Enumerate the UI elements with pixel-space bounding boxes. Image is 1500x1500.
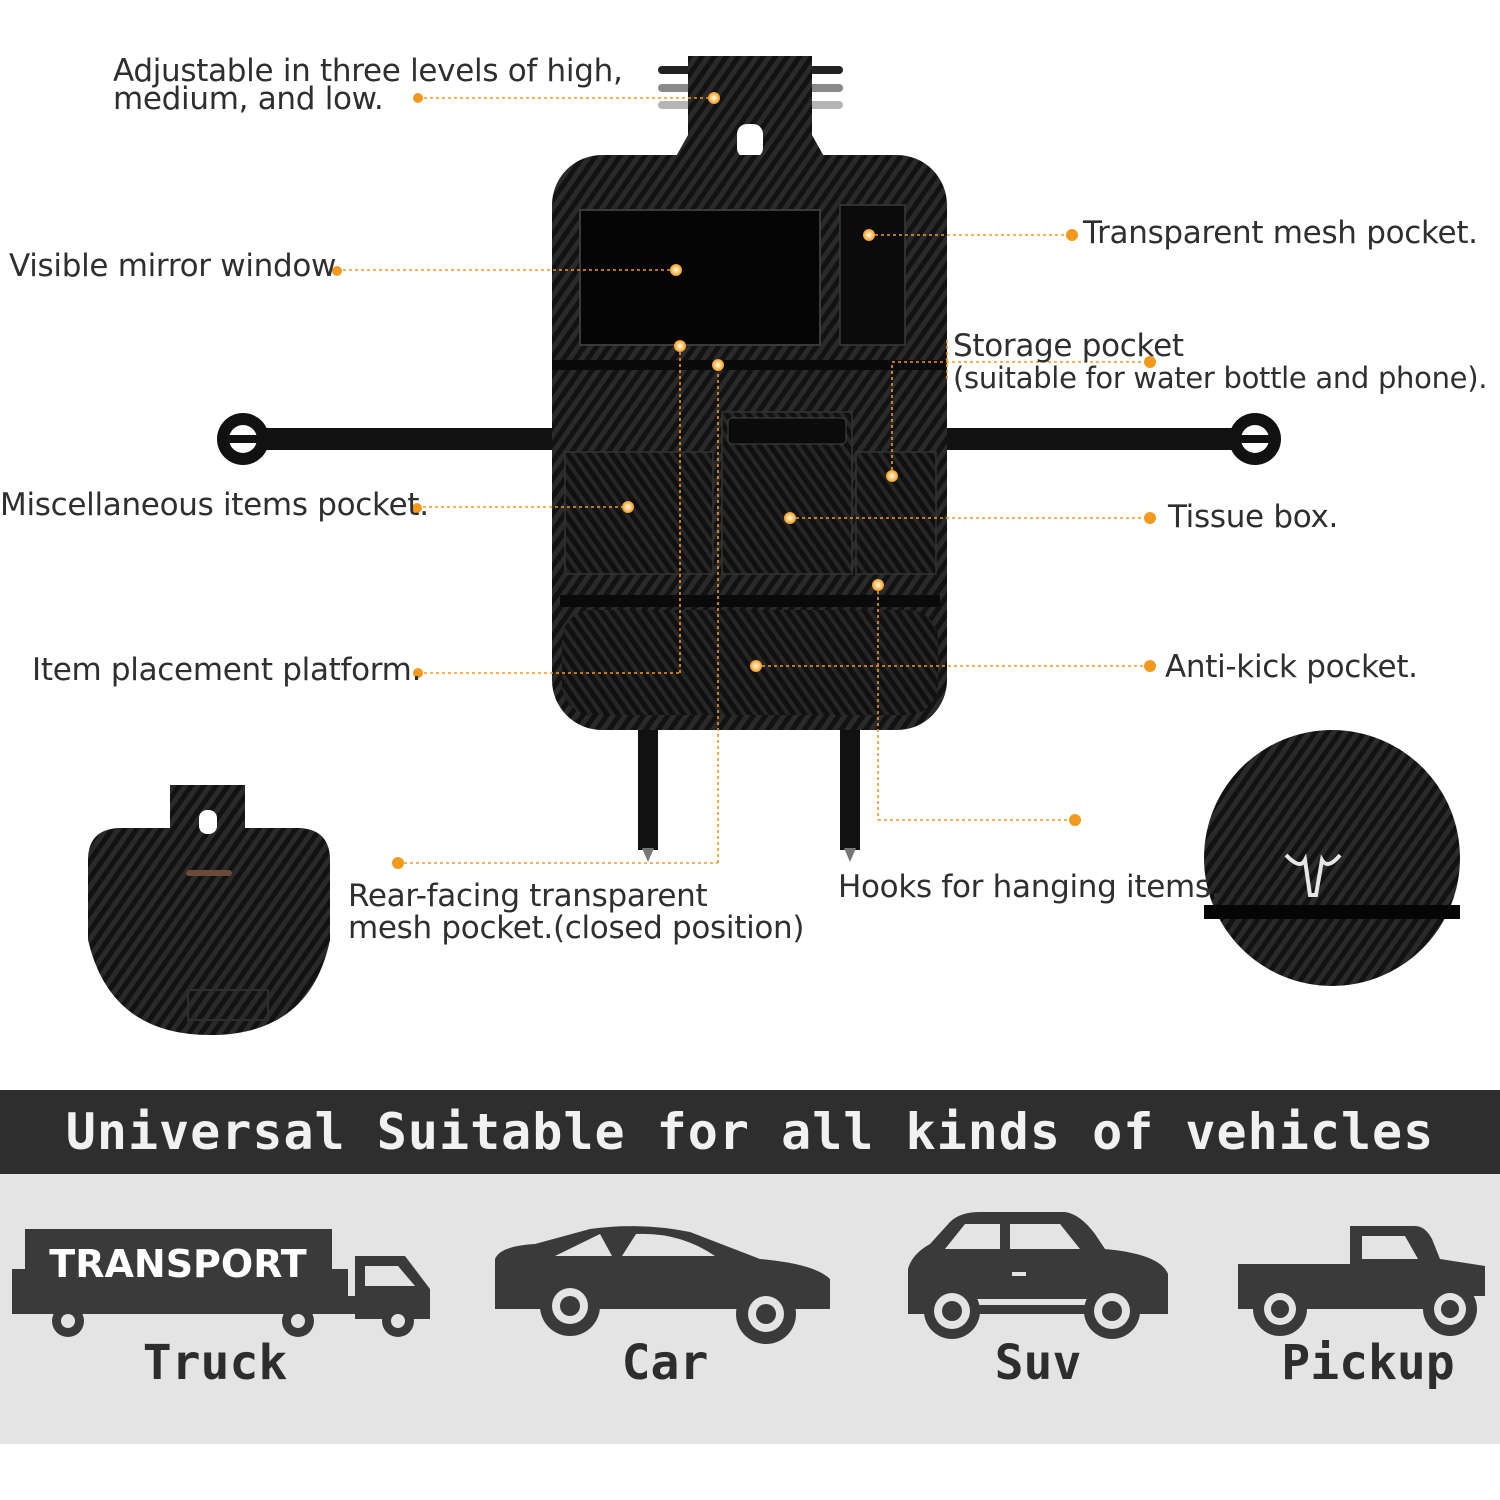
car-icon (495, 1226, 830, 1344)
storage-pocket-shape (855, 451, 937, 575)
anti-kick-shape (562, 610, 938, 715)
hook-detail-view (1204, 730, 1460, 986)
callout-adjustable: Adjustable in three levels of high, medi… (113, 55, 623, 115)
closed-position-view (88, 785, 330, 1035)
suv-icon (908, 1212, 1168, 1339)
pickup-icon (1238, 1226, 1485, 1336)
callout-rear-mesh-line2: mesh pocket.(closed position) (348, 910, 805, 946)
callout-tissue-box: Tissue box. (1168, 499, 1339, 535)
callout-adjustable-line2: medium, and low. (113, 81, 384, 117)
strap-hook-left (642, 848, 654, 862)
callout-rear-mesh-line1: Rear-facing transparent (348, 878, 708, 914)
vehicle-label-suv: Suv (994, 1335, 1082, 1391)
hook-icon (1284, 853, 1342, 897)
vehicle-label-car: Car (621, 1335, 709, 1391)
callout-anti-kick: Anti-kick pocket. (1165, 649, 1418, 685)
callout-mesh-pocket: Transparent mesh pocket. (1083, 215, 1478, 251)
callout-storage-line2: (suitable for water bottle and phone). (953, 361, 1488, 395)
strap-hook-right (844, 848, 856, 862)
vehicle-label-truck: Truck (142, 1335, 288, 1391)
banner-title: Universal Suitable for all kinds of vehi… (65, 1103, 1435, 1161)
vehicles-banner: Universal Suitable for all kinds of vehi… (0, 1090, 1500, 1174)
callout-mirror-window: Visible mirror window (9, 248, 337, 284)
callout-hooks: Hooks for hanging items. (838, 869, 1221, 905)
strap-buckle-left (217, 413, 269, 465)
mesh-pocket-shape (839, 204, 906, 346)
headrest-hanger (658, 56, 843, 160)
bottom-strap-left (638, 725, 658, 850)
truck-icon (12, 1229, 430, 1337)
bottom-strap-right (840, 725, 860, 850)
label-dots (332, 93, 1156, 869)
truck-badge: TRANSPORT (49, 1242, 306, 1286)
callout-dots (622, 92, 898, 672)
vehicle-icons: TRANSPORT (12, 1212, 1485, 1344)
callout-rear-mesh: Rear-facing transparent mesh pocket.(clo… (348, 878, 805, 946)
callout-platform: Item placement platform. (32, 652, 422, 688)
leader-lines (337, 97, 1150, 864)
callout-misc-pocket: Miscellaneous items pocket. (0, 487, 429, 523)
callout-storage-line1: Storage pocket (953, 328, 1184, 364)
strap-buckle-right (1229, 413, 1281, 465)
mirror-window (579, 209, 821, 346)
organizer-illustration (88, 56, 1460, 1035)
misc-pocket-shape (564, 451, 714, 575)
callout-adjustable-line1: Adjustable in three levels of high, (113, 53, 623, 89)
vehicle-label-pickup: Pickup (1281, 1335, 1455, 1391)
callout-storage-pocket: Storage pocket (suitable for water bottl… (953, 330, 1487, 394)
